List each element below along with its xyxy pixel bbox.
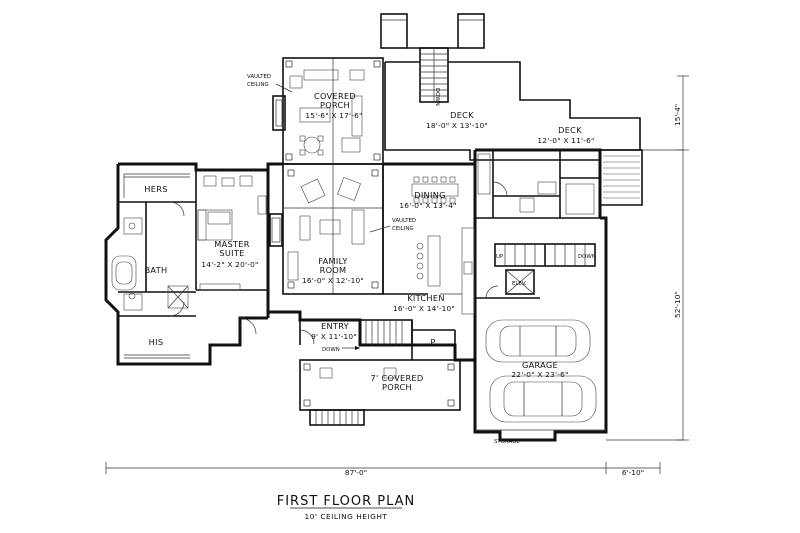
garage-name: GARAGE <box>522 360 558 370</box>
dimension-deck-depth: 15'-4" <box>673 104 682 126</box>
exterior-walls <box>104 148 608 442</box>
master-wing-interior <box>111 170 270 359</box>
garage-stair-up-label: UP <box>496 254 504 260</box>
front-porch-name-line2: PORCH <box>382 382 412 392</box>
rear-stair <box>380 13 485 103</box>
pantry-label: P <box>430 337 435 347</box>
dimension-right-offset: 6'-10" <box>622 468 644 477</box>
kitchen-dims: 16'-0" X 14'-10" <box>393 304 455 313</box>
plan-subtitle: 10' CEILING HEIGHT <box>305 512 388 521</box>
garage-cars <box>475 319 606 431</box>
rear-stair-down-label: DOWN <box>434 88 440 106</box>
family-vaulted-note-line2: CEILING <box>392 226 414 232</box>
family-room-name-line2: ROOM <box>320 265 347 275</box>
family-room-dims: 16'-0" X 12'-10" <box>302 276 364 285</box>
garage-dims: 22'-0" X 23'-6" <box>511 370 568 379</box>
dimension-lines <box>105 75 689 474</box>
rear-porch-name-line2: PORCH <box>320 100 350 110</box>
master-suite-name-line2: SUITE <box>219 248 244 258</box>
entry-dims: 9' X 11'-10" <box>311 332 357 341</box>
entry-interior <box>299 312 456 360</box>
rear-porch-name-line1: COVERED <box>314 91 356 101</box>
front-porch-name-line1: 7' COVERED <box>370 373 423 383</box>
storage-label: STORAGE <box>494 439 520 445</box>
deck-side-name: DECK <box>558 125 582 135</box>
deck-main-name: DECK <box>450 110 474 120</box>
dimension-overall-depth: 52'-10" <box>673 291 682 318</box>
dining-name: DINING <box>414 190 446 200</box>
porch-vaulted-note-line1: VAULTED <box>247 74 271 80</box>
entry-stair-down-label: DOWN <box>322 347 340 353</box>
rear-covered-porch <box>272 57 384 165</box>
master-suite-dims: 14'-2" X 20'-0" <box>201 260 258 269</box>
dining-dims: 16'-0" X 13'-4" <box>399 201 456 210</box>
garage-stair-down-label: DOWN <box>578 254 596 260</box>
hers-closet-name: HERS <box>144 184 167 194</box>
plan-title: FIRST FLOOR PLAN <box>277 494 416 509</box>
elevator-label: ELEV. <box>512 281 527 287</box>
dining-interior <box>382 164 477 345</box>
front-covered-porch <box>299 359 461 426</box>
family-vaulted-note-line1: VAULTED <box>392 218 416 224</box>
master-suite-name-line1: MASTER <box>214 239 250 249</box>
rear-porch-dims: 15'-6" X 17'-6" <box>305 111 362 120</box>
utility-rooms <box>475 150 600 299</box>
his-closet-name: HIS <box>149 337 164 347</box>
kitchen-name: KITCHEN <box>407 293 445 303</box>
bath-name: BATH <box>145 265 168 275</box>
family-room-name-line1: FAMILY <box>318 256 348 266</box>
porch-vaulted-note-line2: CEILING <box>247 82 269 88</box>
dimension-overall-width: 87'-0" <box>345 468 367 477</box>
kitchen-interior <box>383 227 475 315</box>
entry-name: ENTRY <box>321 321 350 331</box>
deck-main-dims: 18'-0" X 13'-10" <box>426 121 488 130</box>
deck-outline <box>384 61 643 206</box>
deck-side-dims: 12'-0" X 11'-6" <box>537 136 594 145</box>
